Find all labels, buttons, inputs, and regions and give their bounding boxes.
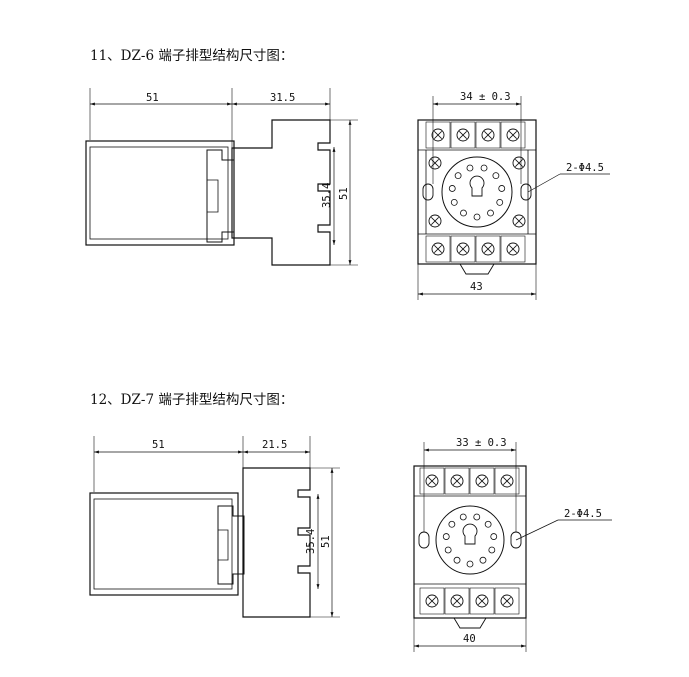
socket-pin-icon: [473, 513, 481, 521]
screw-terminal-icon: [500, 594, 514, 608]
dz7-side-depth-label: 21.5: [262, 439, 287, 451]
dz6-side-width-label: 51: [146, 92, 159, 104]
screw-terminal-icon: [475, 474, 489, 488]
socket-pin-icon: [454, 172, 462, 180]
socket-pin-icon: [479, 556, 487, 564]
dz7-key-hole: [462, 523, 478, 545]
socket-pin-icon: [498, 185, 506, 192]
dz6-socket-body: [231, 119, 331, 266]
screw-terminal-icon: [428, 156, 442, 170]
socket-pin-icon: [442, 533, 450, 540]
dz7-front-view: 33 ± 0.3 40 2-Φ4.5: [413, 437, 612, 652]
dz6-mount-slot-right: [520, 183, 532, 201]
dz7-side-view: 51 21.5 35.4 51: [89, 436, 340, 618]
dz7-socket-pins: [442, 513, 498, 568]
screw-terminal-icon: [481, 128, 495, 142]
dz6-key-hole: [469, 175, 485, 197]
socket-pin-icon: [496, 198, 504, 206]
dz6-front-outline: [417, 119, 537, 265]
screw-terminal-icon: [450, 474, 464, 488]
dz6-side-view: 51 31.5 35.4 51: [85, 88, 358, 266]
dz6-bottom-clip: [459, 263, 495, 275]
dz6-width-label: 43: [470, 281, 483, 293]
dz7-height-label: 51: [320, 535, 332, 548]
dz7-relay-base: [217, 505, 245, 585]
dz6-holes-label: 2-Φ4.5: [566, 162, 604, 174]
dz7-relay-housing: [89, 492, 239, 596]
socket-pin-icon: [466, 560, 474, 568]
socket-pin-icon: [448, 520, 456, 528]
dz7-socket-body: [242, 467, 311, 618]
dz6-relay-housing: [85, 140, 235, 246]
dz7-relay-housing-inner: [93, 498, 233, 590]
dz7-bottom-terminal-row: [419, 587, 520, 615]
dz6-front-view: 34 ± 0.3 43 2-Φ4.5: [417, 91, 610, 300]
screw-terminal-icon: [512, 214, 526, 228]
screw-terminal-icon: [456, 242, 470, 256]
dz7-socket-circle: [435, 505, 505, 575]
dz6-mount-slot-left: [422, 183, 434, 201]
screw-terminal-icon: [481, 242, 495, 256]
section-2-heading: 12、DZ-7 端子排型结构尺寸图：: [90, 392, 294, 408]
dz6-socket-circle: [441, 156, 513, 228]
screw-terminal-icon: [425, 474, 439, 488]
section-1-heading: 11、DZ-6 端子排型结构尺寸图：: [90, 48, 294, 64]
dz7-bottom-clip: [453, 617, 487, 629]
screw-terminal-icon: [428, 214, 442, 228]
dz6-side-terminals: [428, 156, 526, 228]
socket-pin-icon: [444, 546, 452, 554]
dz6-pitch-label: 35.4: [321, 183, 333, 208]
socket-pin-icon: [459, 513, 467, 521]
screw-terminal-icon: [500, 474, 514, 488]
socket-pin-icon: [473, 213, 481, 221]
dz6-socket-pins: [448, 164, 506, 221]
socket-pin-icon: [450, 198, 458, 206]
socket-pin-icon: [460, 209, 467, 217]
dz7-holes-label: 2-Φ4.5: [564, 508, 602, 520]
dz6-side-depth-label: 31.5: [270, 92, 295, 104]
socket-pin-icon: [488, 546, 496, 554]
socket-pin-icon: [484, 520, 492, 528]
socket-pin-icon: [487, 209, 494, 217]
dz7-spacing-label: 33 ± 0.3: [456, 437, 507, 449]
dz7-mount-slot-left: [418, 531, 430, 549]
screw-terminal-icon: [431, 242, 445, 256]
screw-terminal-icon: [456, 128, 470, 142]
dz7-relay-plug: [218, 529, 229, 561]
dz7-top-terminal-row: [419, 467, 520, 495]
dz6-top-terminal-row: [425, 121, 526, 149]
dz6-bottom-terminal-row: [425, 235, 526, 263]
dz7-side-width-label: 51: [152, 439, 165, 451]
dz7-pitch-label: 35.4: [305, 529, 317, 554]
dz6-spacing-label: 34 ± 0.3: [460, 91, 511, 103]
socket-pin-icon: [448, 185, 456, 192]
screw-terminal-icon: [431, 128, 445, 142]
screw-terminal-icon: [512, 156, 526, 170]
dz6-relay-base: [206, 149, 235, 243]
dz7-front-outline: [413, 465, 527, 619]
socket-pin-icon: [480, 164, 488, 172]
screw-terminal-icon: [475, 594, 489, 608]
screw-terminal-icon: [425, 594, 439, 608]
screw-terminal-icon: [506, 242, 520, 256]
dz6-relay-housing-inner: [89, 146, 229, 240]
screw-terminal-icon: [506, 128, 520, 142]
socket-pin-icon: [466, 164, 474, 172]
socket-pin-icon: [490, 533, 498, 540]
socket-pin-icon: [492, 172, 500, 180]
dz6-relay-plug: [207, 179, 219, 213]
socket-pin-icon: [453, 556, 461, 564]
dz7-width-label: 40: [463, 633, 476, 645]
dz6-height-label: 51: [338, 187, 350, 200]
screw-terminal-icon: [450, 594, 464, 608]
